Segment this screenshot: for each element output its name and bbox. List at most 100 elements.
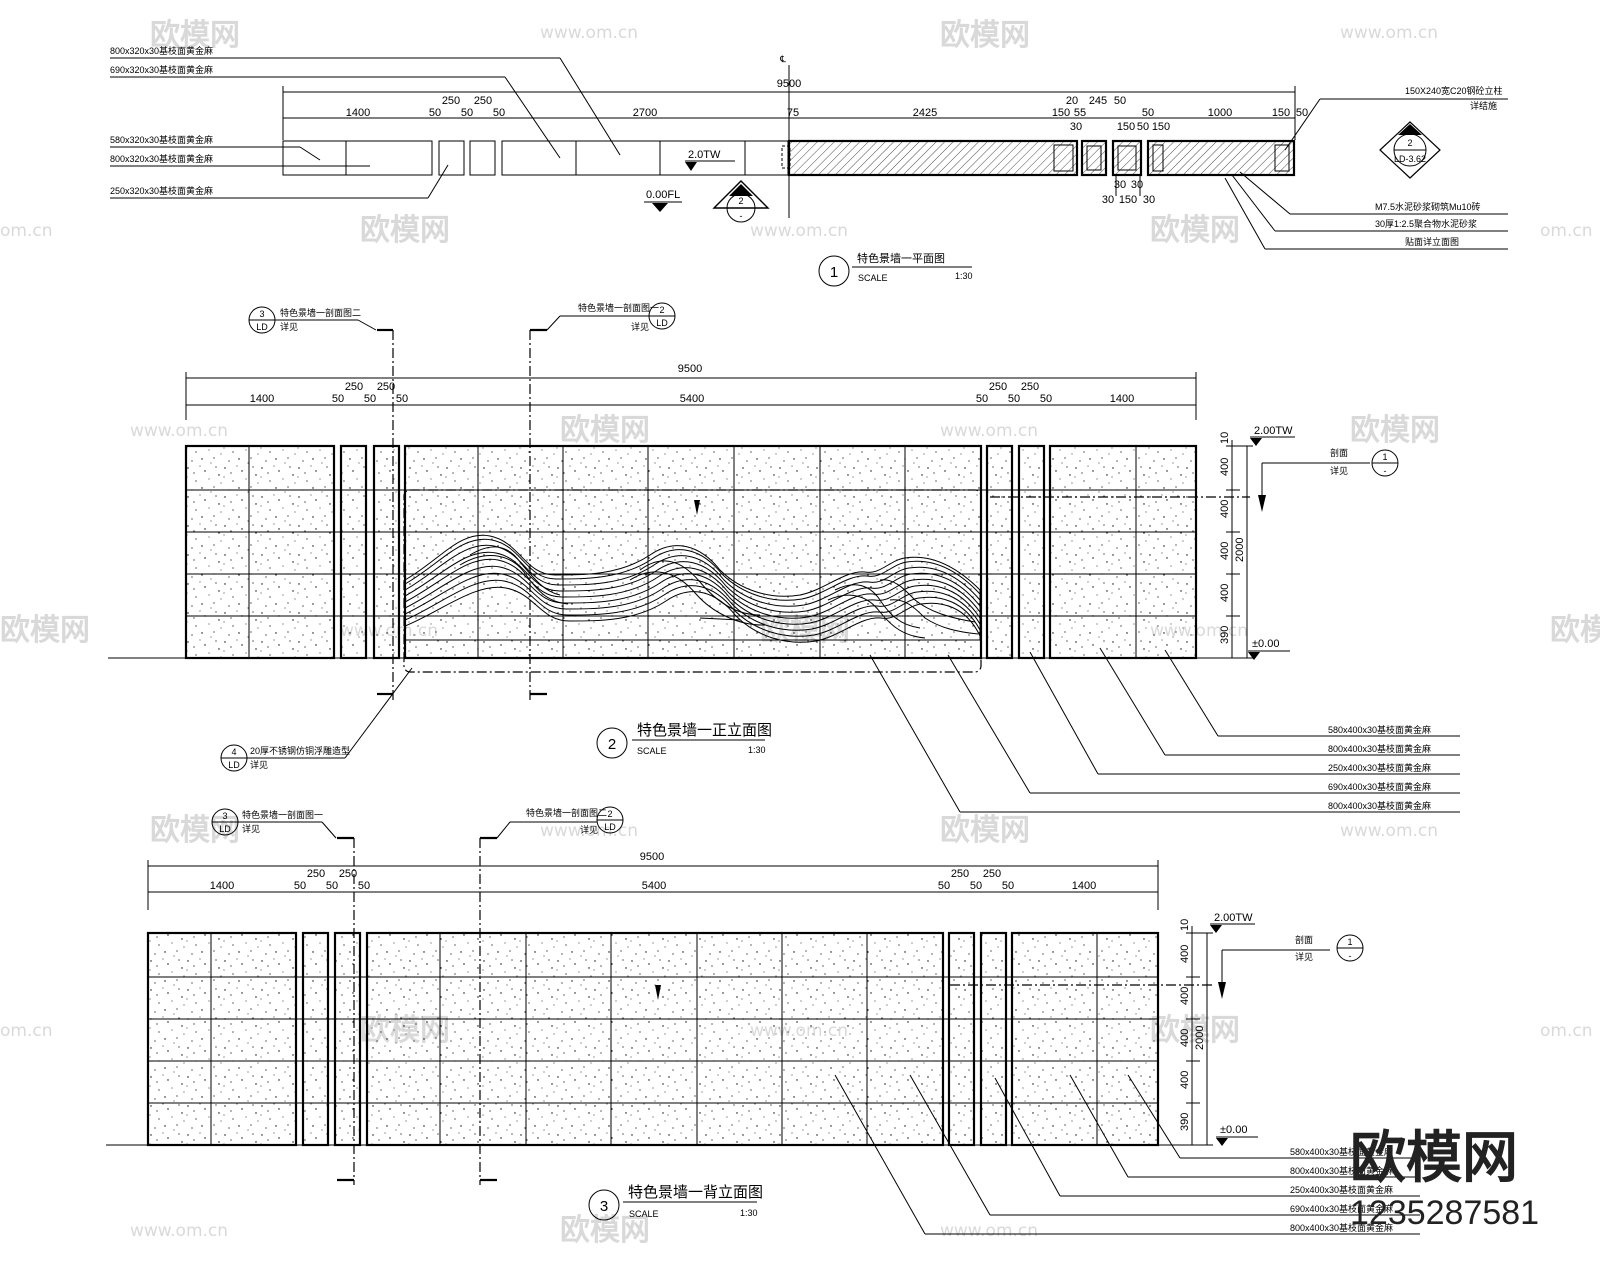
- front-elevation: 9500 1400 50 250 50 250 50 5400 50 250 5…: [108, 302, 1460, 813]
- dim: 150: [1272, 107, 1290, 119]
- svg-text:250: 250: [983, 868, 1001, 880]
- plan-level-fl: 0.00FL: [646, 189, 680, 201]
- plan-total-dim: 9500: [777, 78, 801, 90]
- wm-brand: 欧模网: [560, 413, 650, 448]
- svg-text:SCALE: SCALE: [637, 746, 667, 756]
- dim: 1400: [346, 107, 370, 119]
- label: 30厚1:2.5聚合物水泥砂浆: [1375, 218, 1477, 229]
- label: 详结施: [1470, 100, 1497, 111]
- svg-text:1400: 1400: [250, 393, 274, 405]
- svg-text:1:30: 1:30: [740, 1208, 758, 1218]
- svg-text:5400: 5400: [680, 393, 704, 405]
- svg-text:详见: 详见: [242, 823, 260, 834]
- dim: 245: [1089, 95, 1107, 107]
- svg-text:详见: 详见: [1330, 465, 1348, 476]
- relief-panel-outline: [403, 489, 982, 673]
- svg-text:800x400x30基枝面黄金麻: 800x400x30基枝面黄金麻: [1290, 1222, 1393, 1233]
- svg-text:50: 50: [396, 393, 408, 405]
- plan-masonry: [787, 139, 1079, 177]
- dim: 30: [1102, 194, 1114, 206]
- svg-text:±0.00: ±0.00: [1220, 1124, 1247, 1136]
- svg-text:50: 50: [970, 880, 982, 892]
- elev1-ref-3: 3 LD 特色景墙一剖面图二 详见: [248, 306, 377, 334]
- svg-text:690x400x30基枝面黄金麻: 690x400x30基枝面黄金麻: [1290, 1203, 1393, 1214]
- plan-scale: SCALE: [858, 273, 888, 283]
- svg-text:LD: LD: [219, 824, 231, 834]
- svg-text:50: 50: [294, 880, 306, 892]
- wm-brand: 欧模网: [150, 813, 240, 848]
- wm-brand: 欧模网: [560, 1213, 650, 1248]
- dim: 55: [1074, 107, 1086, 119]
- elev1-title-block: 2 特色景墙一正立面图 SCALE 1:30: [596, 722, 772, 759]
- svg-text:4: 4: [231, 747, 236, 757]
- dim: 75: [787, 107, 799, 119]
- elev1-wall: [184, 444, 1198, 660]
- elev1-ref-2: 2 LD 特色景墙一剖面图一 详见: [546, 302, 676, 332]
- svg-text:3: 3: [222, 811, 227, 821]
- svg-text:250: 250: [345, 381, 363, 393]
- label: 580x320x30基枝面黄金麻: [110, 134, 213, 145]
- wm-site: www.om.cn: [130, 1221, 228, 1241]
- svg-text:800x400x30基枝面黄金麻: 800x400x30基枝面黄金麻: [1290, 1165, 1393, 1176]
- elev2-materials: 580x400x30基枝面黄金麻 800x400x30基枝面黄金麻 250x40…: [834, 1074, 1420, 1235]
- svg-text:详见: 详见: [1295, 951, 1313, 962]
- wm-1: 欧模网: [150, 18, 240, 53]
- svg-text:10: 10: [1179, 919, 1191, 931]
- svg-text:50: 50: [1002, 880, 1014, 892]
- svg-text:250x400x30基枝面黄金麻: 250x400x30基枝面黄金麻: [1290, 1184, 1393, 1195]
- plan-block: [438, 140, 465, 176]
- svg-text:400: 400: [1219, 542, 1231, 560]
- elev2-title-block: 3 特色景墙一背立面图 SCALE 1:30: [588, 1184, 763, 1221]
- plan-right-labels: 150X240宽C20钢砼立柱 详结施 M7.5水泥砂浆砌筑Mu10砖 30厚1…: [1224, 85, 1508, 250]
- svg-text:50: 50: [1040, 393, 1052, 405]
- back-elevation: 9500 1400 50 250 50 250 50 5400 50 250 5…: [106, 806, 1420, 1235]
- wm-site: www.om.cn: [940, 421, 1038, 441]
- wm-brand: 欧模网: [1550, 613, 1600, 648]
- svg-text:2000: 2000: [1194, 1026, 1206, 1050]
- dim: 50: [1142, 107, 1154, 119]
- svg-text:800x400x30基枝面黄金麻: 800x400x30基枝面黄金麻: [1328, 800, 1431, 811]
- svg-text:390: 390: [1219, 626, 1231, 644]
- dim: 2700: [633, 107, 657, 119]
- dim: 150: [1152, 121, 1170, 133]
- svg-text:50: 50: [938, 880, 950, 892]
- svg-text:1: 1: [1382, 452, 1387, 462]
- svg-text:250x400x30基枝面黄金麻: 250x400x30基枝面黄金麻: [1328, 762, 1431, 773]
- dim: 30: [1114, 179, 1126, 191]
- elev1-materials: 580x400x30基枝面黄金麻 800x400x30基枝面黄金麻 250x40…: [869, 647, 1460, 813]
- svg-text:剖面: 剖面: [1330, 447, 1348, 458]
- label: 250x320x30基枝面黄金麻: [110, 185, 213, 196]
- svg-text:390: 390: [1179, 1113, 1191, 1131]
- plan-dims: 1400 50 250 50 250 50 2700 75 2425 20 24…: [346, 95, 1308, 133]
- svg-text:1:30: 1:30: [748, 745, 766, 755]
- svg-text:特色景墙一剖面图一: 特色景墙一剖面图一: [578, 302, 659, 313]
- plan-ratio: 1:30: [955, 271, 973, 281]
- wm-site-short: om.cn: [0, 221, 53, 241]
- svg-text:-: -: [1349, 951, 1352, 961]
- svg-text:50: 50: [358, 880, 370, 892]
- svg-text:3: 3: [259, 309, 264, 319]
- wm-brand: 欧模网: [1150, 213, 1240, 248]
- svg-text:400: 400: [1219, 584, 1231, 602]
- svg-text:1: 1: [1347, 937, 1352, 947]
- svg-text:详见: 详见: [280, 321, 298, 332]
- elev2-ref-2: 2 LD 特色景墙一剖面图二 详见: [496, 806, 624, 839]
- dim: 1000: [1208, 107, 1232, 119]
- svg-text:9500: 9500: [640, 851, 664, 863]
- svg-text:特色景墙一剖面图二: 特色景墙一剖面图二: [280, 307, 361, 318]
- dim: 2425: [913, 107, 937, 119]
- svg-text:SCALE: SCALE: [629, 1209, 659, 1219]
- svg-text:-: -: [1384, 466, 1387, 476]
- wm-brand: 欧模网: [1350, 413, 1440, 448]
- wm-site-short: om.cn: [1540, 1021, 1593, 1041]
- dim: 50: [461, 107, 473, 119]
- svg-text:250: 250: [1021, 381, 1039, 393]
- svg-text:详见: 详见: [250, 759, 268, 770]
- plan-hatch: [789, 141, 1077, 175]
- svg-text:20厚不锈钢仿铜浮雕造型: 20厚不锈钢仿铜浮雕造型: [250, 745, 350, 756]
- wm-site: www.om.cn: [940, 1221, 1038, 1241]
- svg-text:690x400x30基枝面黄金麻: 690x400x30基枝面黄金麻: [1328, 781, 1431, 792]
- svg-text:-: -: [740, 211, 743, 221]
- elev2-ref-right: 1 - 剖面 详见: [1218, 934, 1364, 999]
- wm-site: www.om.cn: [1340, 821, 1438, 841]
